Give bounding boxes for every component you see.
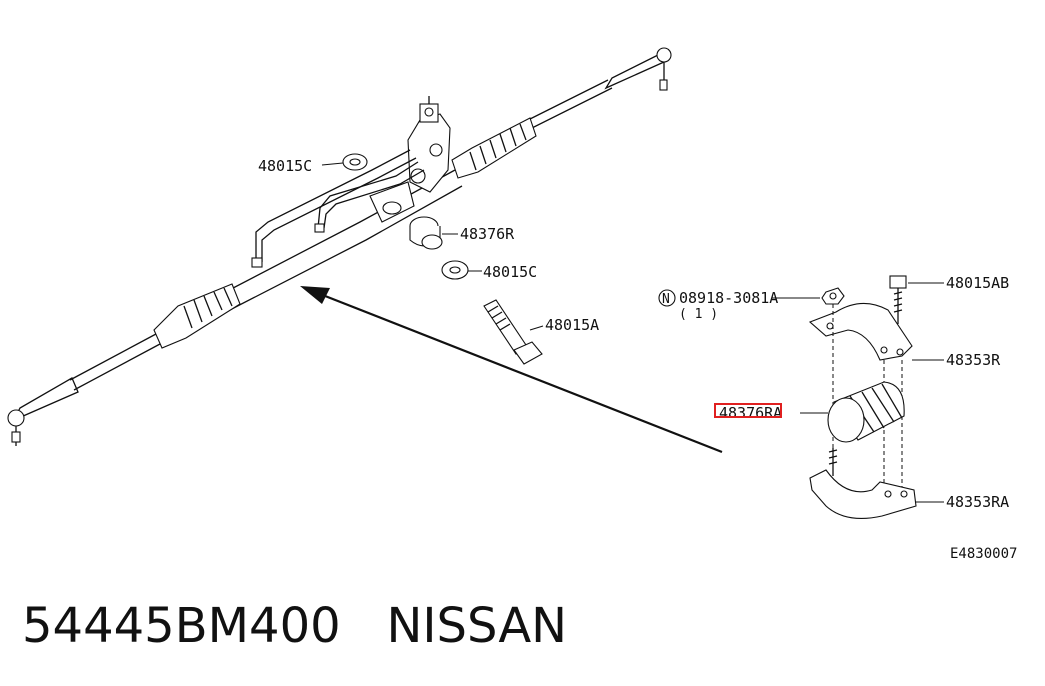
label-48353ra: 48353RA <box>946 493 1009 511</box>
label-48015ab: 48015AB <box>946 274 1009 292</box>
label-48353r: 48353R <box>946 351 1001 369</box>
washer-48015c-top <box>321 153 368 171</box>
insulator-48376r <box>409 216 458 250</box>
clamp-detail <box>772 275 944 519</box>
n-prefix-icon: N <box>662 292 670 307</box>
label-48015c-top: 48015C <box>258 157 312 175</box>
steering-rack-assembly <box>7 47 672 446</box>
label-08918: 08918-3081A <box>679 289 778 307</box>
label-48015a: 48015A <box>545 316 599 334</box>
label-48015c-mid: 48015C <box>483 263 537 281</box>
label-08918-qty: ( 1 ) <box>679 307 718 322</box>
part-caption: 54445BM400 NISSAN <box>22 598 567 654</box>
label-48376r: 48376R <box>460 225 515 243</box>
label-08918-group: N 08918-3081A ( 1 ) <box>658 289 778 322</box>
brand-name: NISSAN <box>386 598 568 654</box>
pointer-arrow <box>300 286 723 454</box>
label-48376ra: 48376RA <box>719 404 782 422</box>
bolt-48015a <box>483 299 544 365</box>
part-number: 54445BM400 <box>22 598 341 654</box>
figure-code: E4830007 <box>950 546 1017 562</box>
washer-48015c-mid <box>441 260 482 280</box>
highlight-box <box>714 403 782 418</box>
